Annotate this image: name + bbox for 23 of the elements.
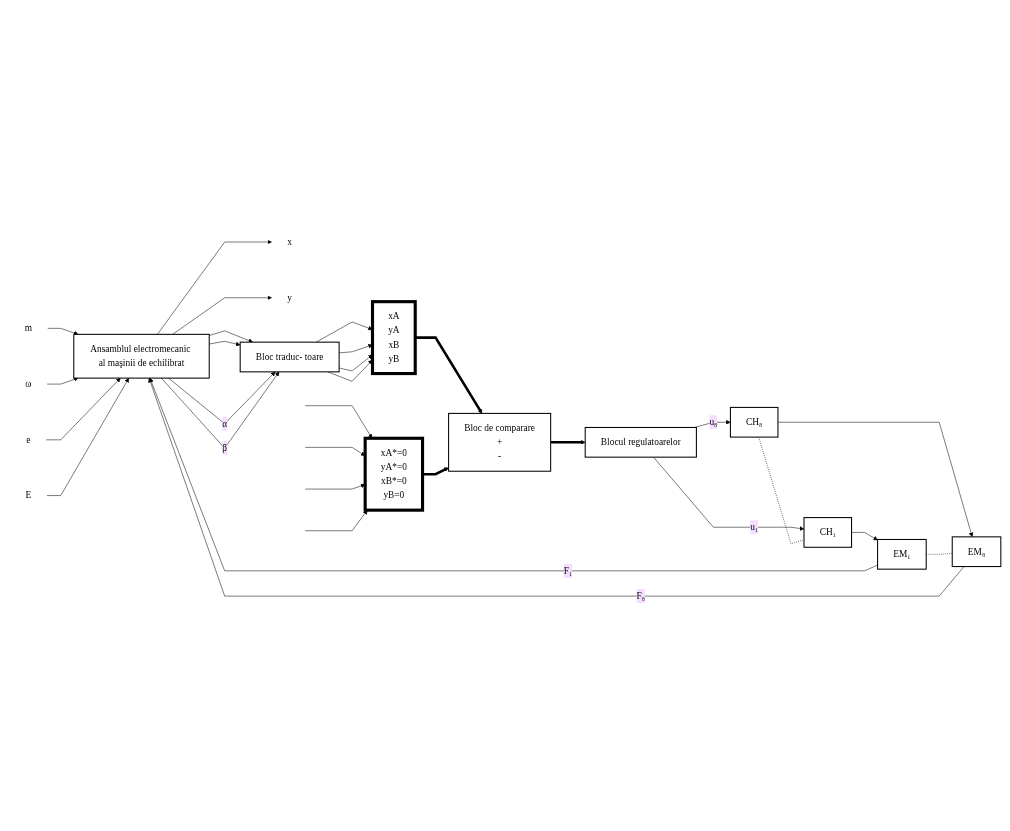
- node-box: xA yA xB yB: [370, 300, 417, 376]
- arrow: [550, 440, 586, 445]
- node-box: CH₁: [803, 517, 853, 549]
- node-text: ω: [25, 378, 32, 390]
- edge-label: u₈: [709, 417, 718, 428]
- node-text: m: [24, 323, 33, 334]
- node-box: Blocul regulatoarelor: [584, 427, 697, 458]
- node-box: EM₈: [951, 536, 1002, 568]
- edge-label: F₁: [563, 565, 573, 577]
- node-box: CH₈: [729, 407, 779, 438]
- edge-label: α: [222, 418, 228, 429]
- node-box: Bloc de comparare + -: [448, 413, 552, 473]
- node-box: Bloc traduc- toare: [239, 342, 340, 373]
- edge-label: β: [222, 443, 228, 454]
- node-box: EM₁: [877, 539, 927, 570]
- node-text: E: [25, 490, 32, 501]
- node-text: e: [26, 434, 31, 446]
- node-text: y: [287, 292, 292, 304]
- node-text: x: [287, 236, 292, 248]
- node-box: xA*=0 yA*=0 xB*=0 yB=0: [363, 437, 425, 513]
- node-box: Ansamblul electromecanic al maşinii de echilibrat: [73, 334, 210, 379]
- edge-label: u₁: [750, 522, 759, 533]
- edge-label: F₈: [636, 590, 646, 602]
